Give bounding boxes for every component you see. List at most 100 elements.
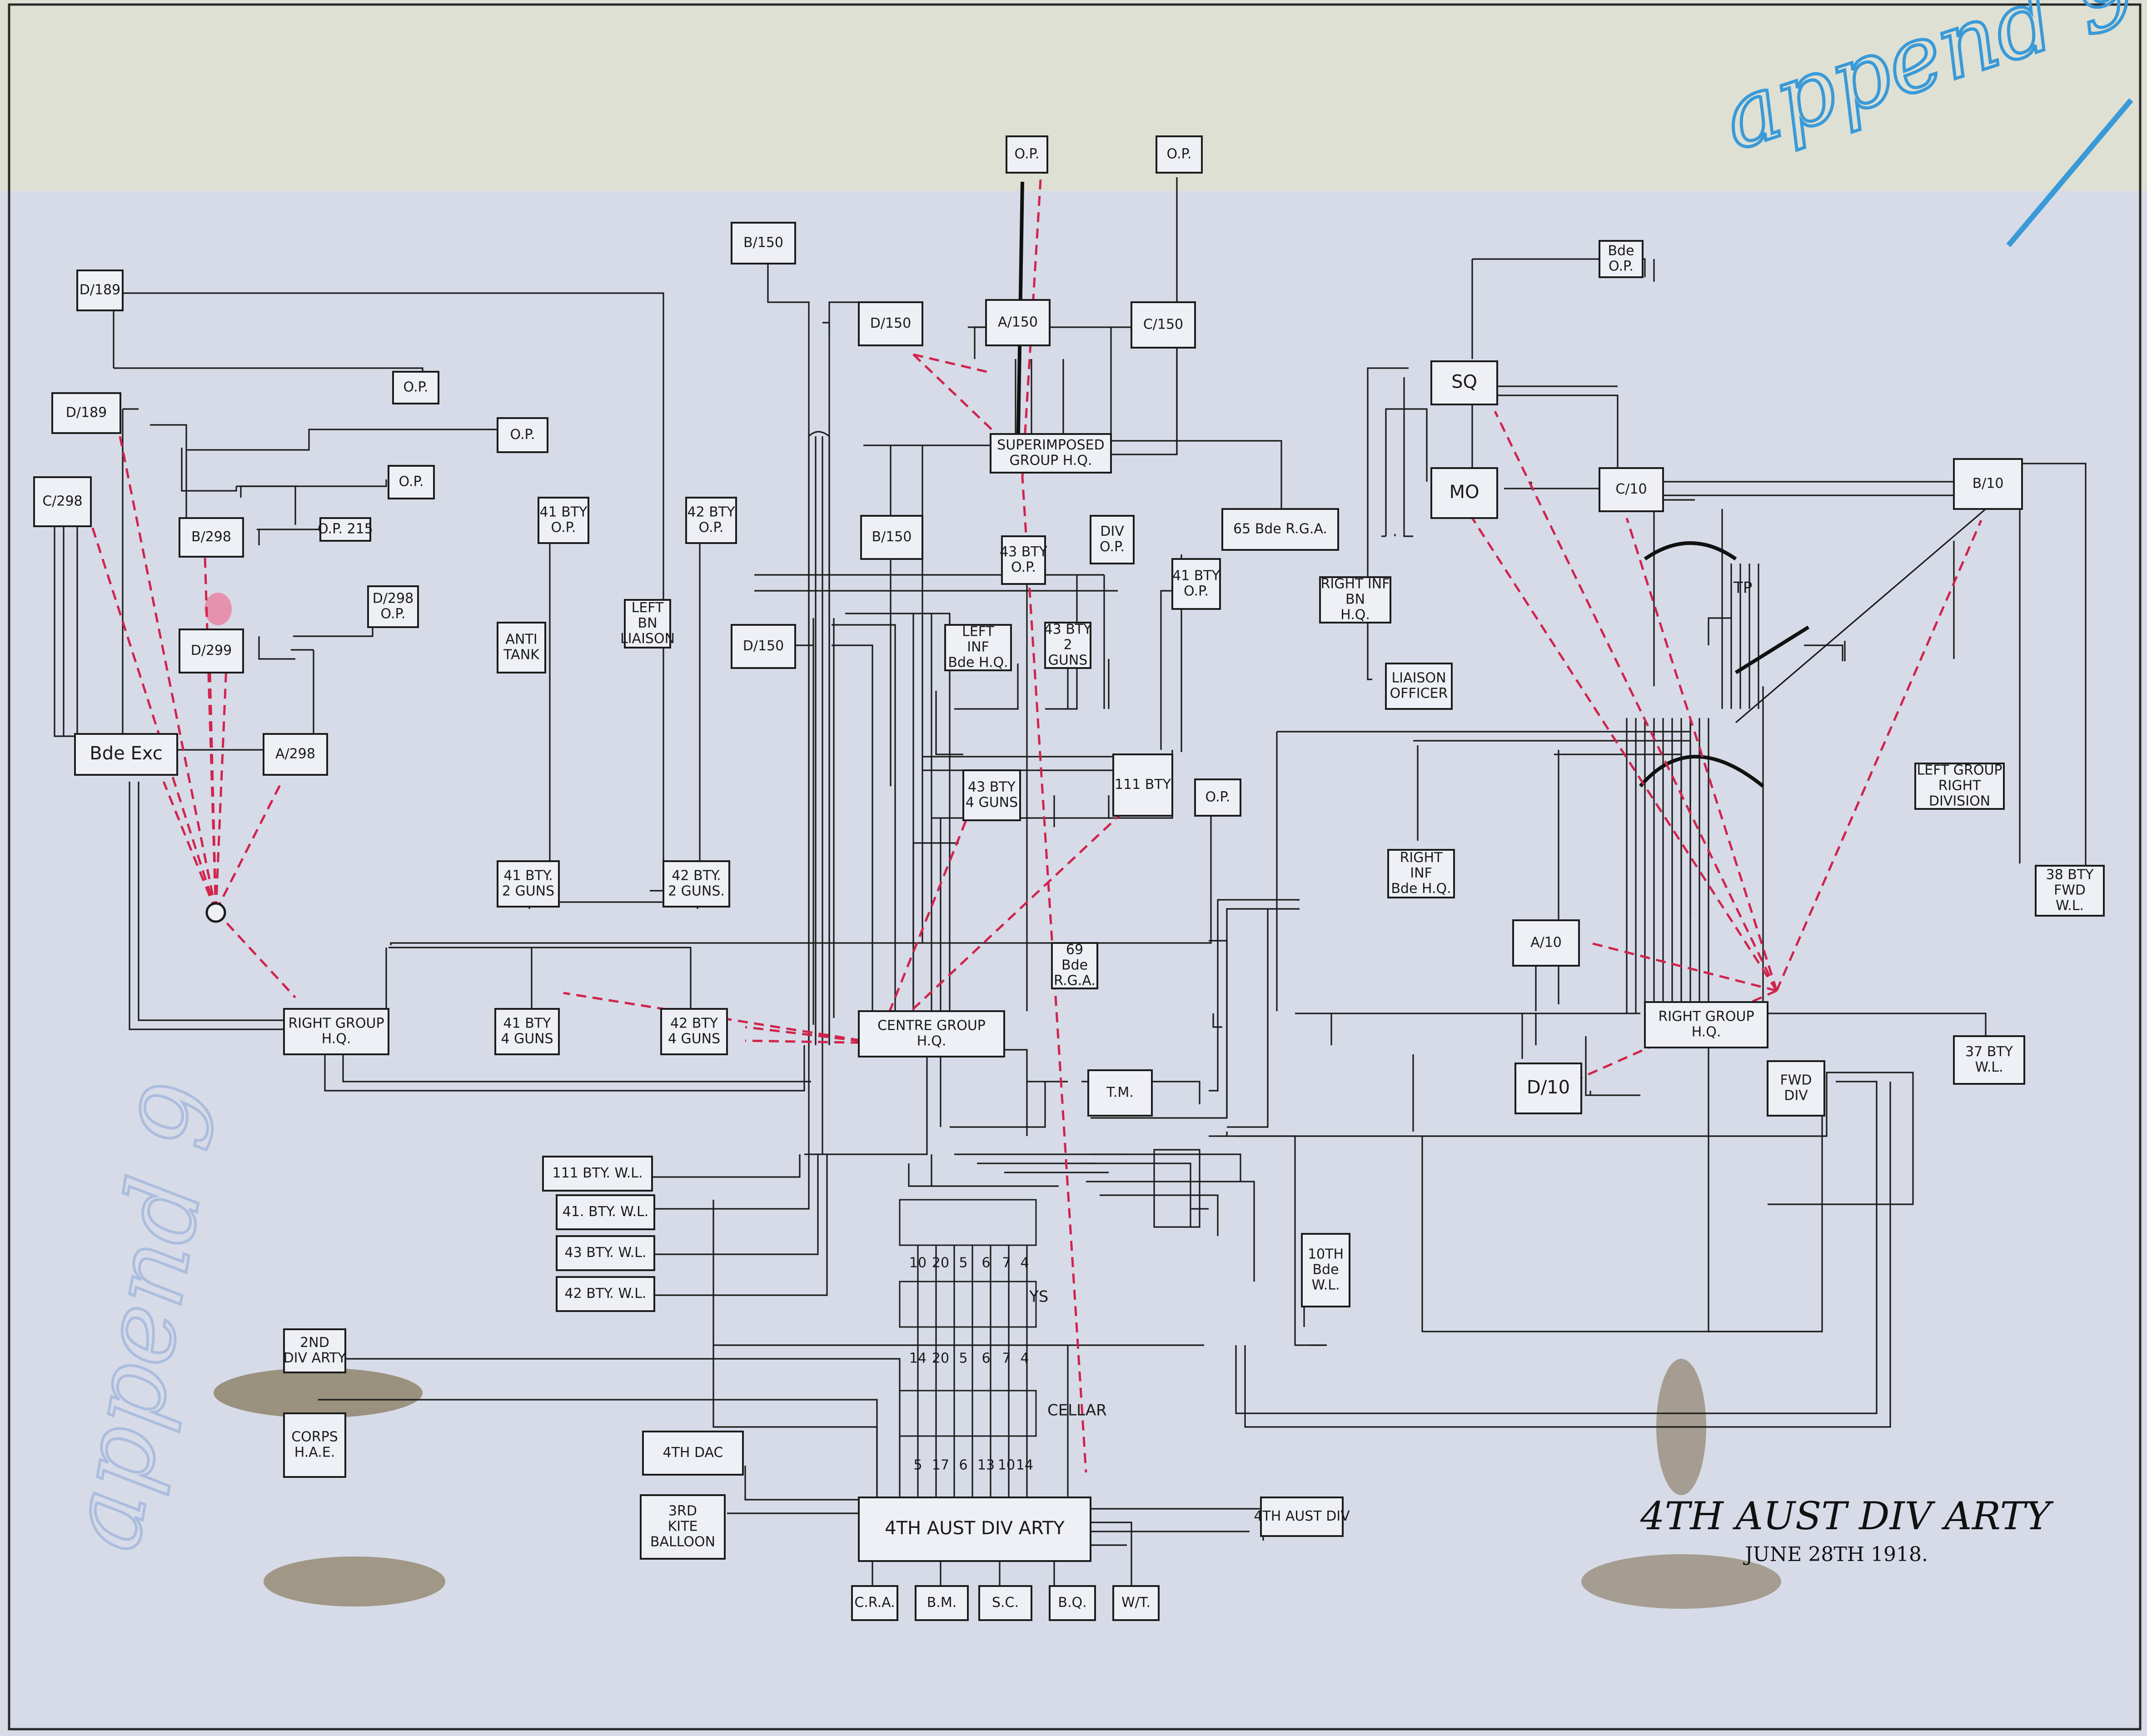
box-frame <box>388 465 435 499</box>
box-op-left-1: O.P. <box>392 371 439 404</box>
box-label: W.L. <box>1975 1059 2003 1075</box>
box-frame <box>1385 663 1453 710</box>
box-label: INF <box>1410 865 1432 881</box>
box-wl-111: 111 BTY. W.L. <box>542 1156 653 1192</box>
box-label: D/189 <box>66 405 107 421</box>
box-label: GUNS <box>1048 653 1088 668</box>
box-label: INF <box>967 639 989 655</box>
box-label: RIGHT <box>1400 850 1443 866</box>
box-label: 4TH DAC <box>663 1445 723 1461</box>
box-frame <box>1301 1233 1350 1307</box>
box-op-215: O.P. 215 <box>318 517 373 542</box>
box-label: BN <box>638 615 657 631</box>
box-frame <box>1221 508 1339 551</box>
box-label: Bde H.Q. <box>948 655 1008 671</box>
box-label: CENTRE GROUP <box>877 1018 986 1034</box>
box-label: SQ <box>1451 372 1477 393</box>
box-label: O.P. <box>403 379 428 395</box>
box-label: C.R.A. <box>854 1595 895 1611</box>
box-c10: C/10 <box>1599 467 1664 512</box>
tp-label: TP <box>1733 579 1752 597</box>
box-frame <box>2035 865 2105 917</box>
box-frame <box>962 769 1021 821</box>
box-frame <box>660 1008 728 1055</box>
box-label: 42 BTY. <box>672 868 721 884</box>
box-bde-exc: Bde Exc <box>74 733 178 776</box>
box-b150: B/150 <box>860 515 923 560</box>
box-label: B/150 <box>743 235 783 251</box>
box-label: H.A.E. <box>294 1445 335 1461</box>
box-frame <box>1260 1497 1344 1537</box>
diagram-title: 4TH AUST DIV ARTY <box>1640 1494 2054 1538</box>
box-d189: D/189 <box>51 392 121 434</box>
box-frame <box>663 860 730 908</box>
box-mo: MO <box>1430 467 1498 519</box>
box-frame <box>978 1585 1032 1621</box>
box-frame <box>858 1497 1091 1562</box>
box-label: DIV ARTY <box>284 1350 347 1366</box>
box-label: O.P. <box>551 520 576 536</box>
box-label: KITE <box>668 1519 698 1535</box>
ys-label: YS <box>1029 1288 1048 1306</box>
box-label: ANTI <box>505 632 537 648</box>
box-guns-42-2: 42 BTY.2 GUNS. <box>663 860 730 908</box>
box-frame <box>1090 515 1135 564</box>
box-frame <box>1171 558 1221 610</box>
box-label: O.P. <box>699 520 724 536</box>
box-label: H.Q. <box>1692 1024 1721 1040</box>
box-label: 41 BTY <box>503 1016 552 1032</box>
box-label: RIGHT GROUP <box>288 1016 384 1032</box>
box-label: Bde Exc <box>90 743 162 764</box>
box-frame <box>556 1194 655 1230</box>
box-div-arty: 4TH AUST DIV ARTY <box>858 1497 1091 1562</box>
box-frame <box>1112 753 1173 817</box>
box-label: 4 GUNS <box>668 1031 720 1047</box>
box-frame <box>1512 919 1580 967</box>
box-bm: B.M. <box>915 1585 969 1621</box>
box-label: 41. BTY. W.L. <box>563 1204 648 1220</box>
switch-number: 5 <box>913 1457 922 1473</box>
box-frame <box>283 1412 346 1478</box>
box-frame <box>1599 467 1664 512</box>
box-d299: D/299 <box>179 629 244 673</box>
switch-number: 7 <box>1002 1351 1011 1367</box>
box-label: W.L. <box>2056 898 2084 914</box>
box-frame <box>1006 135 1048 174</box>
box-op-center: O.P. <box>1006 135 1048 174</box>
box-label: A/298 <box>275 746 315 762</box>
box-label: W/T. <box>1121 1595 1151 1611</box>
box-frame <box>263 733 328 776</box>
box-label: 111 BTY. W.L. <box>552 1165 643 1181</box>
switch-number: 4 <box>1020 1255 1029 1271</box>
box-label: LEFT <box>962 624 994 640</box>
box-frame <box>858 1010 1005 1058</box>
box-frame <box>319 517 371 542</box>
box-label: O.P. <box>381 606 406 622</box>
box-label: 43 BTY <box>1044 622 1092 638</box>
box-label: C/298 <box>42 494 82 509</box>
box-label: LEFT GROUP <box>1917 763 2002 778</box>
switch-number: 7 <box>1002 1255 1011 1271</box>
box-d189-top: D/189 <box>76 269 124 311</box>
box-label: FWD <box>2054 883 2086 898</box>
box-op-right-top: O.P. <box>1156 135 1203 174</box>
box-label: SUPERIMPOSED <box>997 437 1104 453</box>
box-b150-top: B/150 <box>731 222 796 264</box>
box-a10: A/10 <box>1512 919 1580 967</box>
box-label: 2 GUNS. <box>668 883 725 899</box>
box-frame <box>860 515 923 560</box>
box-label: 41 BTY. <box>503 868 553 884</box>
switch-number: 5 <box>959 1255 967 1271</box>
box-label: CORPS <box>291 1429 338 1445</box>
